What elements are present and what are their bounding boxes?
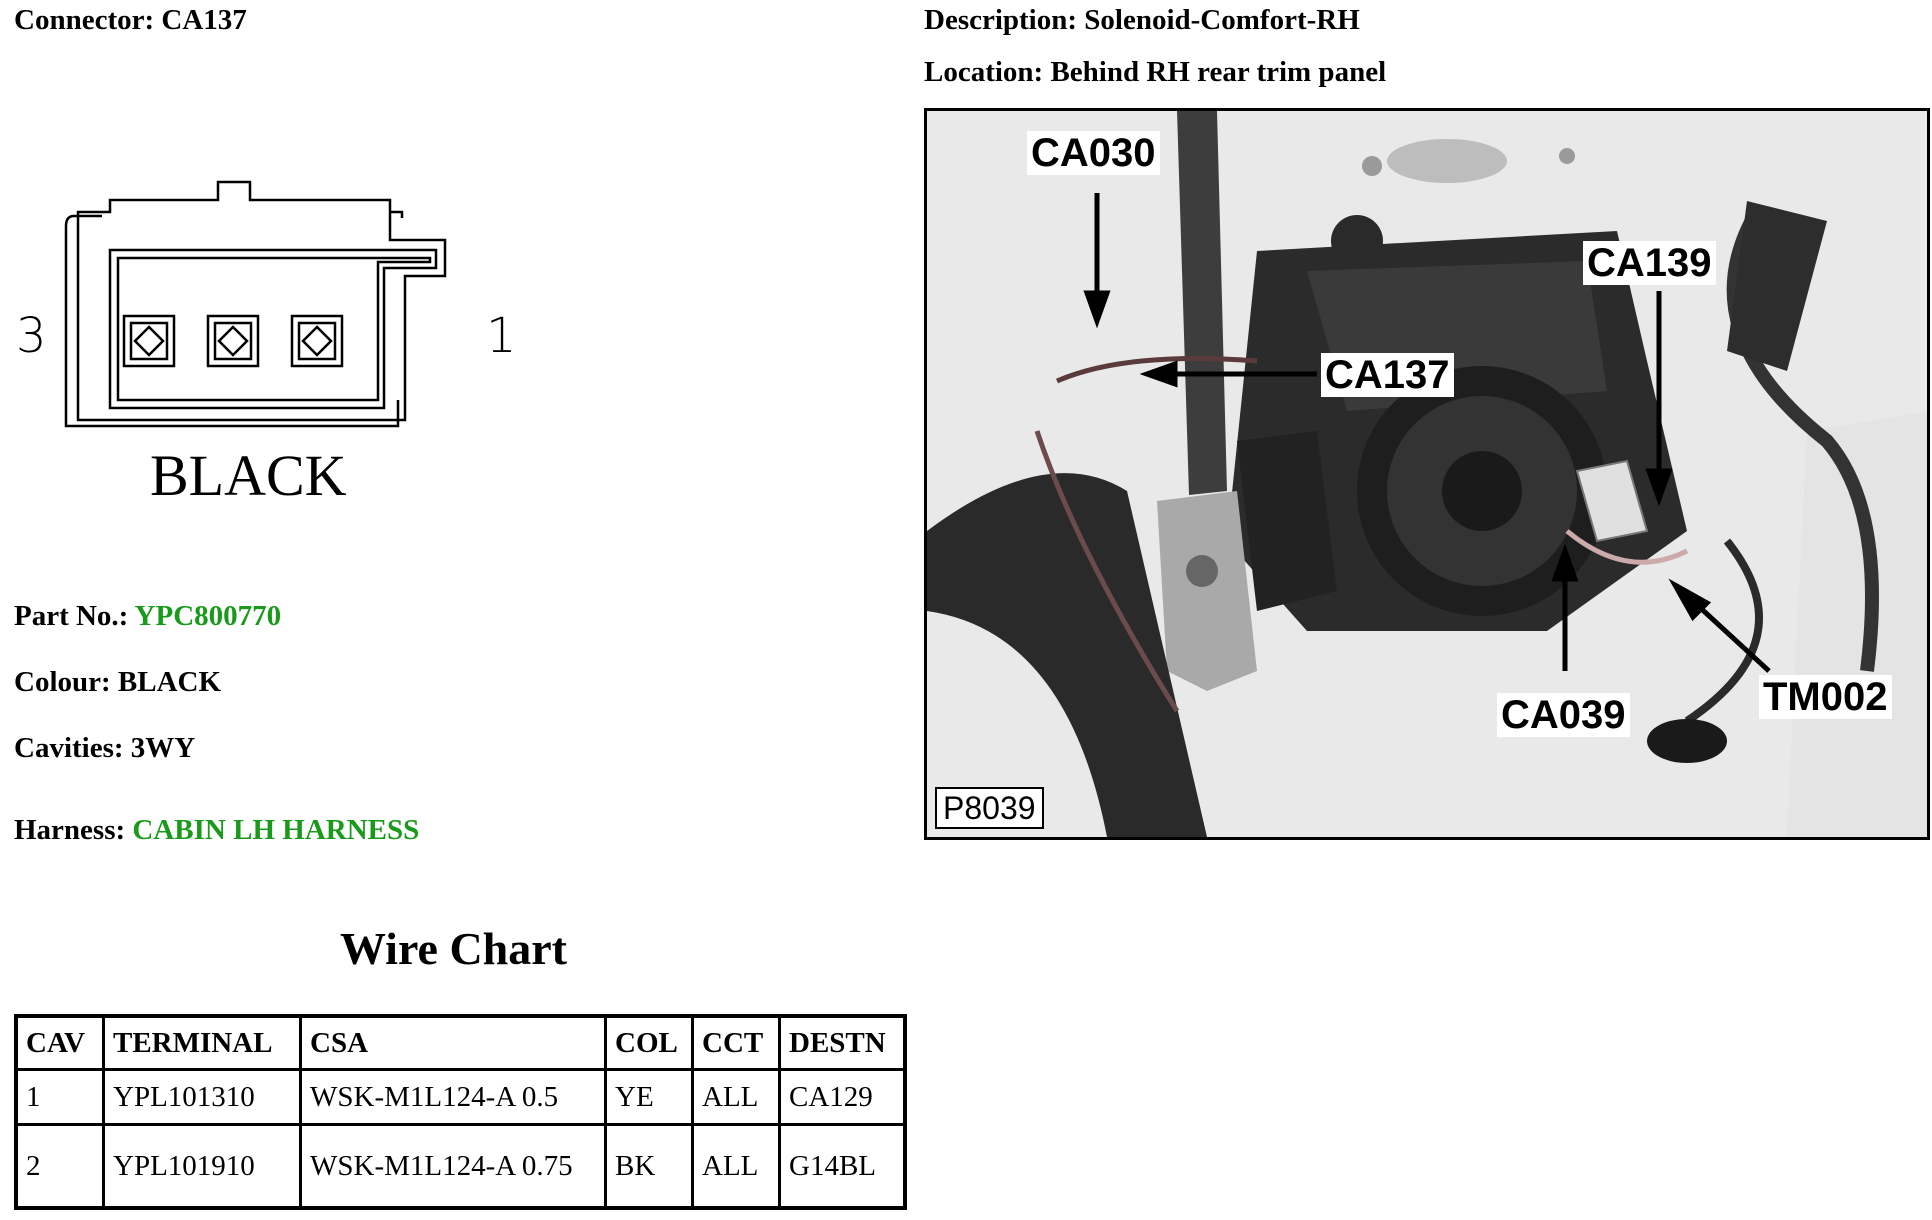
colour-field: Colour: BLACK [14,666,221,699]
wire-chart-header-row: CAV TERMINAL CSA COL CCT DESTN [14,1014,907,1071]
header-terminal: TERMINAL [102,1014,302,1071]
cavities-label: Cavities: [14,732,124,764]
callout-tm002: TM002 [1759,675,1892,719]
connector-value: CA137 [161,4,247,36]
table-row: 1 YPL101310 WSK-M1L124-A 0.5 YE ALL CA12… [14,1068,907,1126]
photo-scene [927,111,1927,837]
cavities-value: 3WY [130,732,196,764]
connector-diagram: 3 1 BLACK [10,170,530,530]
description-field: Description: Solenoid-Comfort-RH [924,4,1360,37]
connector-face-drawing [64,180,447,428]
description-value: Solenoid-Comfort-RH [1084,4,1360,36]
cell-cav: 1 [14,1068,105,1126]
diagram-colour-text: BLACK [150,443,347,508]
cell-destn: CA129 [778,1068,907,1126]
part-no-field: Part No.: YPC800770 [14,600,281,633]
colour-value: BLACK [117,666,222,698]
harness-field: Harness: CABIN LH HARNESS [14,814,419,847]
description-label: Description: [924,4,1078,36]
location-label: Location: [924,56,1044,88]
wire-chart-table: CAV TERMINAL CSA COL CCT DESTN 1 YPL1013… [14,1014,907,1210]
wire-chart: CAV TERMINAL CSA COL CCT DESTN 1 YPL1013… [14,1014,907,1210]
wire-chart-title: Wire Chart [340,923,567,974]
harness-link[interactable]: CABIN LH HARNESS [132,814,420,846]
cell-destn: G14BL [778,1123,907,1210]
location-photo: CA030 CA139 CA137 CA039 TM002 P8039 [924,108,1930,840]
header-cav: CAV [14,1014,105,1071]
table-row: 2 YPL101910 WSK-M1L124-A 0.75 BK ALL G14… [14,1123,907,1210]
connector-label: Connector: [14,4,155,36]
callout-ca030: CA030 [1027,131,1160,175]
location-value: Behind RH rear trim panel [1050,56,1387,88]
cell-cct: ALL [691,1123,781,1210]
connector-field: Connector: CA137 [14,4,247,37]
cell-terminal: YPL101910 [102,1123,302,1210]
location-field: Location: Behind RH rear trim panel [924,56,1386,89]
callout-ca137: CA137 [1321,353,1454,397]
pin-1-label: 1 [486,308,517,364]
photo-code: P8039 [935,787,1044,829]
part-no-link[interactable]: YPC800770 [134,600,282,632]
cell-col: BK [604,1123,694,1210]
callout-ca039: CA039 [1497,693,1630,737]
header-csa: CSA [299,1014,607,1071]
cell-col: YE [604,1068,694,1126]
cavities-field: Cavities: 3WY [14,732,195,765]
cell-csa: WSK-M1L124-A 0.75 [299,1123,607,1210]
cell-cct: ALL [691,1068,781,1126]
cell-csa: WSK-M1L124-A 0.5 [299,1068,607,1126]
cell-cav: 2 [14,1123,105,1210]
part-no-label: Part No.: [14,600,129,632]
header-destn: DESTN [778,1014,907,1071]
header-cct: CCT [691,1014,781,1071]
callout-ca139: CA139 [1583,241,1716,285]
colour-label: Colour: [14,666,111,698]
harness-label: Harness: [14,814,126,846]
pin-3-label: 3 [16,308,47,364]
cell-terminal: YPL101310 [102,1068,302,1126]
header-col: COL [604,1014,694,1071]
